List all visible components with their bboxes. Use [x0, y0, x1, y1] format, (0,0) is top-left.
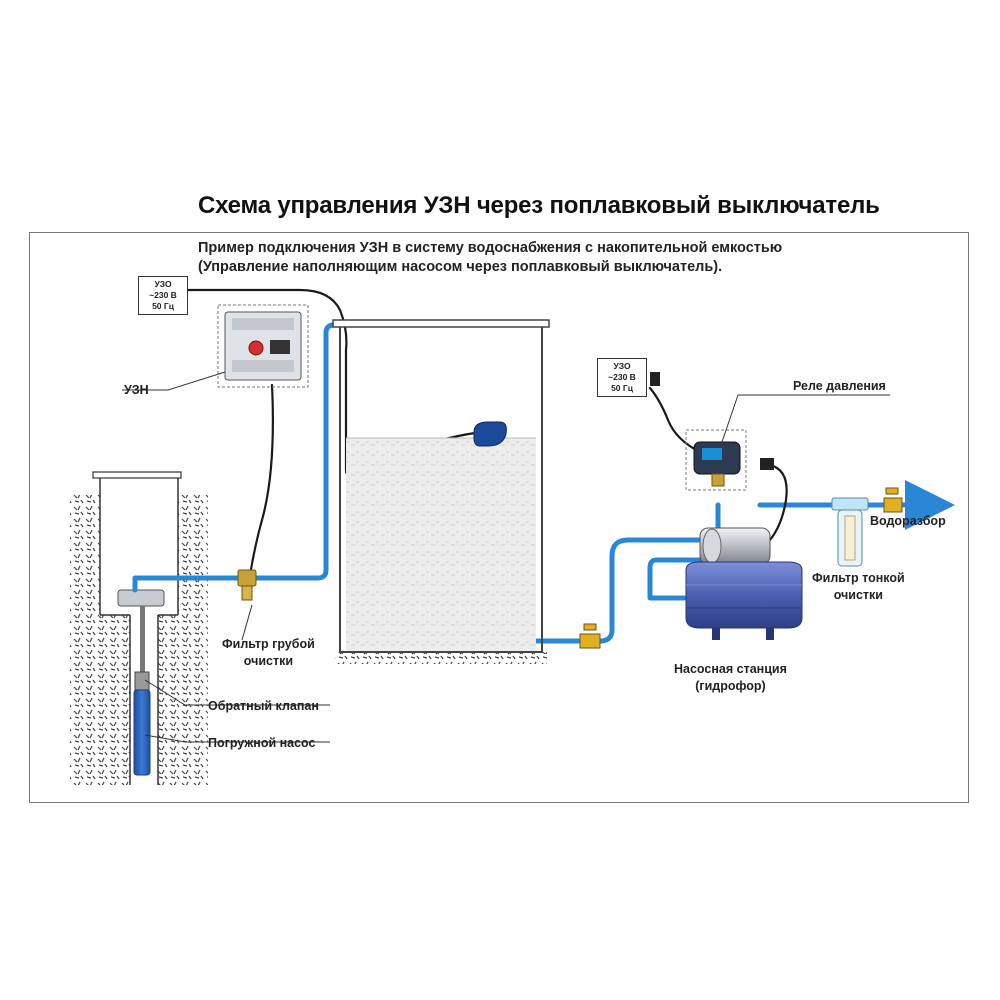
uzo-left-line-2: ~230 В [149, 290, 177, 300]
label-water-outlet: Водоразбор [870, 514, 946, 528]
label-submersible-pump: Погружной насос [208, 736, 316, 750]
label-pump-station-line-2: (гидрофор) [695, 679, 766, 693]
tank-ground [335, 652, 547, 664]
label-fine-filter-line-2: очистки [833, 588, 883, 602]
diagram-title: Схема управления УЗН через поплавковый в… [198, 192, 880, 219]
uzo-left-line-3: 50 Гц [152, 301, 174, 311]
well-head [117, 589, 165, 607]
soil-right [178, 495, 208, 785]
uzo-right-line-2: ~230 В [608, 372, 636, 382]
label-pump-station: Насосная станция (гидрофор) [674, 661, 787, 695]
submersible-pump [133, 689, 151, 776]
coarse-filter [237, 569, 257, 601]
ball-valve-outlet [883, 487, 903, 513]
pump-station [685, 527, 803, 640]
tank-lid [332, 319, 550, 328]
label-fine-filter-line-1: Фильтр тонкой [812, 571, 905, 585]
label-uzn: УЗН [124, 383, 149, 397]
storage-tank [332, 319, 550, 664]
diagram-subtitle: Пример подключения УЗН в систему водосна… [198, 239, 782, 277]
pipe-well-to-tank [132, 322, 349, 593]
cable-relay-power [648, 386, 702, 454]
float-switch [473, 421, 507, 447]
label-coarse-filter-line-1: Фильтр грубой [222, 637, 315, 651]
leader-lines [122, 371, 890, 743]
pipe-tank-to-station [533, 537, 703, 644]
ball-valve-inlet [579, 623, 601, 649]
label-coarse-filter: Фильтр грубой очистки [222, 636, 315, 670]
soil-inner-right [158, 615, 178, 785]
well [70, 471, 208, 785]
riser-pipe [140, 606, 145, 676]
water-pipes [132, 322, 955, 644]
uzo-right-line-3: 50 Гц [611, 383, 633, 393]
uzn-indicator [248, 340, 264, 356]
label-pump-station-line-1: Насосная станция [674, 662, 787, 676]
well-cap [92, 471, 182, 479]
fine-filter [831, 497, 869, 567]
uzo-right-line-1: УЗО [613, 361, 631, 371]
subtitle-line-1: Пример подключения УЗН в систему водосна… [198, 240, 783, 256]
hydrophore-tank [685, 561, 803, 629]
label-coarse-filter-line-2: очистки [243, 654, 294, 668]
pressure-relay-device [650, 372, 774, 491]
soil-inner-left [100, 615, 130, 785]
label-check-valve: Обратный клапан [208, 699, 319, 713]
cable-relay-to-pump [768, 463, 788, 542]
diagram-frame [29, 232, 969, 803]
label-pressure-relay: Реле давления [793, 379, 886, 393]
uzn-device [217, 304, 309, 388]
uzo-left: УЗО ~230 В 50 Гц [138, 276, 188, 315]
pipe-pump-to-hydrophore [647, 557, 703, 601]
soil-left [70, 495, 100, 785]
cable-uzn-to-pump [248, 383, 274, 577]
subtitle-line-2: (Управление наполняющим насосом через по… [198, 259, 723, 275]
uzo-right: УЗО ~230 В 50 Гц [597, 358, 647, 397]
uzo-left-line-1: УЗО [154, 279, 172, 289]
label-fine-filter: Фильтр тонкой очистки [812, 570, 905, 604]
